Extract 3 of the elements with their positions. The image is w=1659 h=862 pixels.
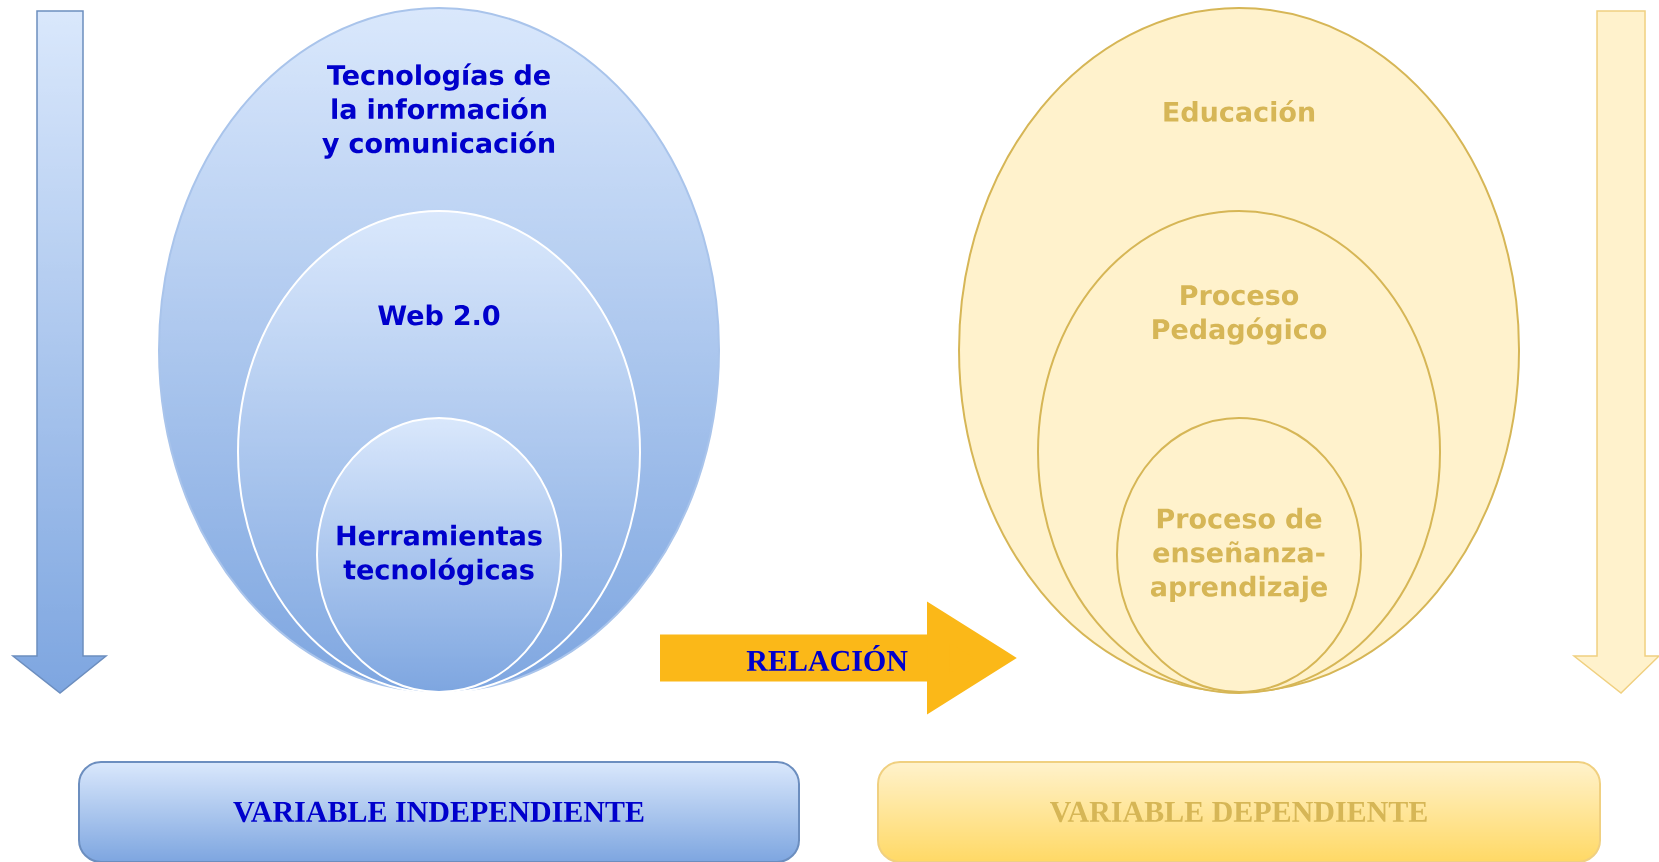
variable-box: VARIABLE DEPENDIENTE — [877, 761, 1601, 862]
edge-label: RELACIÓN — [746, 645, 908, 671]
variable-box: VARIABLE INDEPENDIENTE — [78, 761, 800, 862]
